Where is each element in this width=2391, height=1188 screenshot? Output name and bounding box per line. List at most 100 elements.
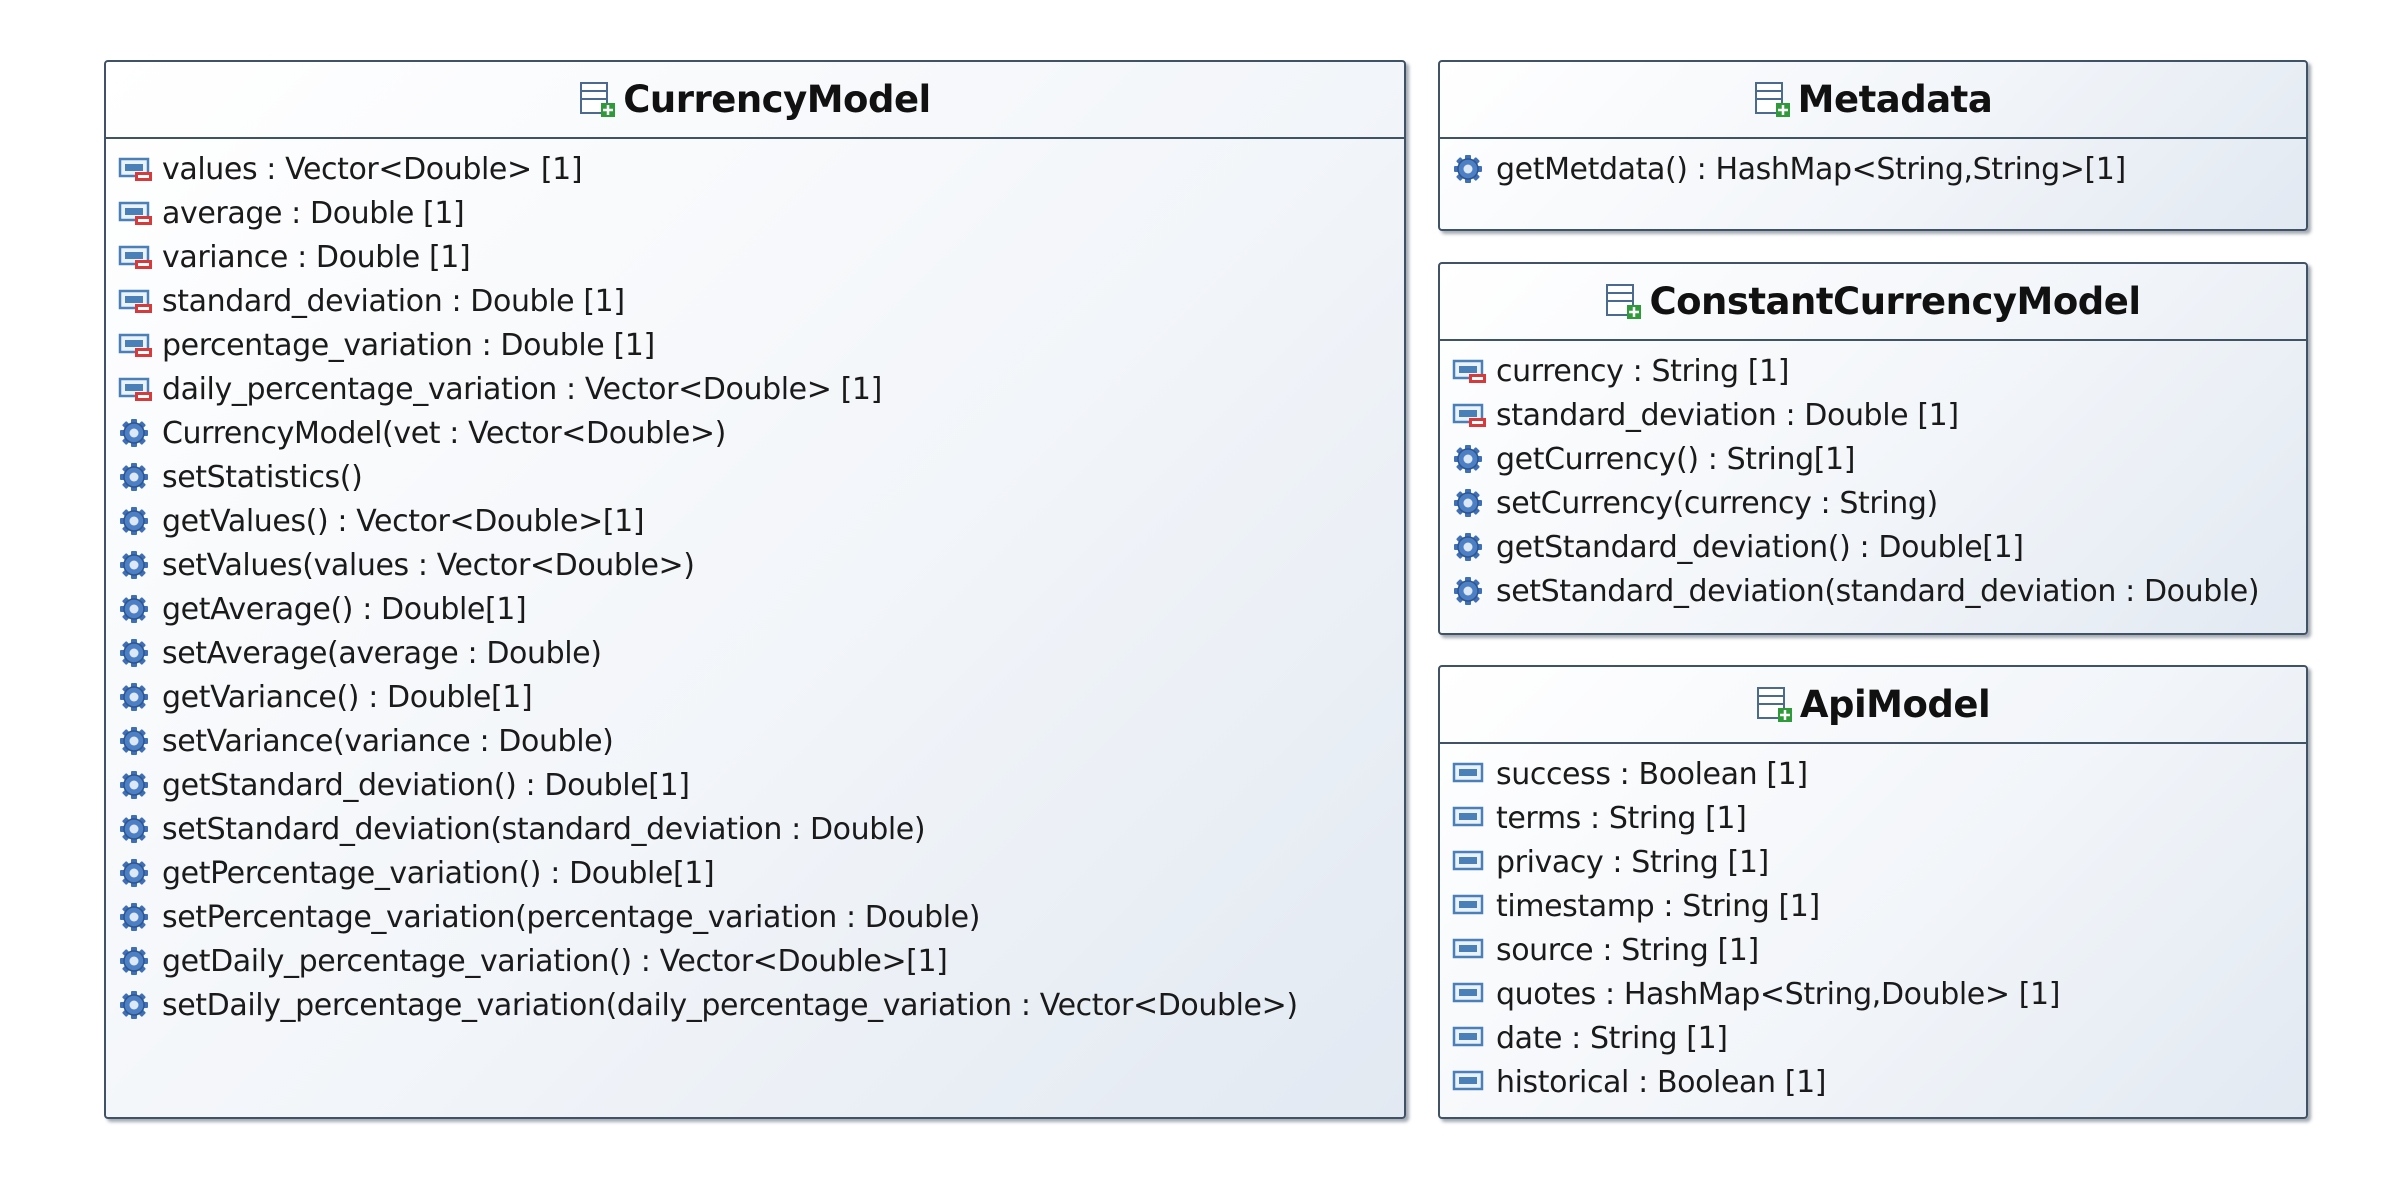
operation-gear-icon [1454, 489, 1482, 517]
operation-gear-icon [1454, 155, 1482, 183]
attribute-row[interactable]: source : String [1] [1440, 928, 2306, 972]
attribute-row[interactable]: timestamp : String [1] [1440, 884, 2306, 928]
attribute-icon [1452, 982, 1484, 1003]
operation-row[interactable]: setAverage(average : Double) [106, 631, 1404, 675]
member-text: CurrencyModel(vet : Vector<Double>) [162, 415, 726, 451]
member-text: getValues() : Vector<Double>[1] [162, 503, 645, 539]
member-text: average : Double [1] [162, 195, 465, 231]
operation-row[interactable]: getValues() : Vector<Double>[1] [106, 499, 1404, 543]
class-currency-model[interactable]: CurrencyModel values : Vector<Double> [1… [104, 60, 1406, 1119]
attribute-icon [1452, 1026, 1484, 1047]
operation-gear-icon [1454, 445, 1482, 473]
attribute-icon [1452, 894, 1484, 915]
operation-row[interactable]: setStandard_deviation(standard_deviation… [106, 807, 1404, 851]
operation-gear-icon [120, 991, 148, 1019]
operation-row[interactable]: setCurrency(currency : String) [1440, 481, 2306, 525]
private-attribute-icon [118, 289, 152, 313]
member-text: source : String [1] [1496, 932, 1759, 968]
operation-row[interactable]: CurrencyModel(vet : Vector<Double>) [106, 411, 1404, 455]
member-text: getStandard_deviation() : Double[1] [162, 767, 690, 803]
attribute-row[interactable]: percentage_variation : Double [1] [106, 323, 1404, 367]
operation-row[interactable]: setValues(values : Vector<Double>) [106, 543, 1404, 587]
attribute-row[interactable]: quotes : HashMap<String,Double> [1] [1440, 972, 2306, 1016]
attribute-row[interactable]: success : Boolean [1] [1440, 752, 2306, 796]
attribute-row[interactable]: currency : String [1] [1440, 349, 2306, 393]
member-text: setCurrency(currency : String) [1496, 485, 1938, 521]
operation-gear-icon [120, 551, 148, 579]
attribute-icon [1452, 762, 1484, 783]
class-header: ConstantCurrencyModel [1440, 264, 2306, 341]
attribute-row[interactable]: average : Double [1] [106, 191, 1404, 235]
operation-gear-icon [120, 683, 148, 711]
operation-gear-icon [120, 859, 148, 887]
class-api-model[interactable]: ApiModel success : Boolean [1] terms : St… [1438, 665, 2308, 1119]
member-text: getDaily_percentage_variation() : Vector… [162, 943, 948, 979]
class-icon [1754, 81, 1790, 117]
operation-gear-icon [120, 507, 148, 535]
private-attribute-icon [118, 333, 152, 357]
member-list: success : Boolean [1] terms : String [1] p… [1440, 744, 2306, 1104]
member-text: percentage_variation : Double [1] [162, 327, 655, 363]
operation-row[interactable]: getVariance() : Double[1] [106, 675, 1404, 719]
member-text: setVariance(variance : Double) [162, 723, 614, 759]
member-text: setDaily_percentage_variation(daily_perc… [162, 987, 1298, 1023]
operation-row[interactable]: setStandard_deviation(standard_deviation… [1440, 569, 2306, 613]
class-metadata[interactable]: Metadata getMetdata() : HashMap<String,S… [1438, 60, 2308, 231]
member-text: setStandard_deviation(standard_deviation… [162, 811, 926, 847]
member-text: timestamp : String [1] [1496, 888, 1820, 924]
operation-gear-icon [1454, 533, 1482, 561]
member-text: terms : String [1] [1496, 800, 1747, 836]
operation-gear-icon [120, 463, 148, 491]
member-text: setStatistics() [162, 459, 363, 495]
attribute-row[interactable]: historical : Boolean [1] [1440, 1060, 2306, 1104]
member-text: privacy : String [1] [1496, 844, 1769, 880]
attribute-row[interactable]: daily_percentage_variation : Vector<Doub… [106, 367, 1404, 411]
attribute-icon [1452, 850, 1484, 871]
class-icon [1756, 686, 1792, 722]
class-name: ConstantCurrencyModel [1649, 280, 2141, 323]
attribute-row[interactable]: standard_deviation : Double [1] [1440, 393, 2306, 437]
member-text: standard_deviation : Double [1] [162, 283, 625, 319]
operation-gear-icon [120, 639, 148, 667]
member-text: setValues(values : Vector<Double>) [162, 547, 695, 583]
member-text: success : Boolean [1] [1496, 756, 1808, 792]
attribute-row[interactable]: privacy : String [1] [1440, 840, 2306, 884]
operation-row[interactable]: setVariance(variance : Double) [106, 719, 1404, 763]
class-icon [1606, 283, 1642, 319]
operation-row[interactable]: setDaily_percentage_variation(daily_perc… [106, 983, 1404, 1027]
private-attribute-icon [118, 377, 152, 401]
attribute-row[interactable]: date : String [1] [1440, 1016, 2306, 1060]
operation-row[interactable]: getCurrency() : String[1] [1440, 437, 2306, 481]
attribute-row[interactable]: variance : Double [1] [106, 235, 1404, 279]
operation-gear-icon [120, 727, 148, 755]
member-text: daily_percentage_variation : Vector<Doub… [162, 371, 882, 407]
operation-row[interactable]: getStandard_deviation() : Double[1] [106, 763, 1404, 807]
member-text: quotes : HashMap<String,Double> [1] [1496, 976, 2061, 1012]
operation-row[interactable]: setStatistics() [106, 455, 1404, 499]
member-text: variance : Double [1] [162, 239, 471, 275]
operation-row[interactable]: getPercentage_variation() : Double[1] [106, 851, 1404, 895]
operation-row[interactable]: getStandard_deviation() : Double[1] [1440, 525, 2306, 569]
operation-gear-icon [120, 595, 148, 623]
operation-gear-icon [120, 903, 148, 931]
private-attribute-icon [118, 245, 152, 269]
operation-row[interactable]: getAverage() : Double[1] [106, 587, 1404, 631]
operation-row[interactable]: getMetdata() : HashMap<String,String>[1] [1440, 147, 2306, 191]
attribute-row[interactable]: standard_deviation : Double [1] [106, 279, 1404, 323]
class-constant-currency-model[interactable]: ConstantCurrencyModel currency : String … [1438, 262, 2308, 635]
operation-gear-icon [120, 947, 148, 975]
class-header: Metadata [1440, 62, 2306, 139]
member-text: getVariance() : Double[1] [162, 679, 533, 715]
member-text: setPercentage_variation(percentage_varia… [162, 899, 981, 935]
attribute-icon [1452, 1070, 1484, 1091]
attribute-row[interactable]: values : Vector<Double> [1] [106, 147, 1404, 191]
member-text: date : String [1] [1496, 1020, 1728, 1056]
class-name: ApiModel [1799, 683, 1991, 726]
operation-gear-icon [120, 419, 148, 447]
class-icon [580, 81, 616, 117]
attribute-row[interactable]: terms : String [1] [1440, 796, 2306, 840]
operation-row[interactable]: getDaily_percentage_variation() : Vector… [106, 939, 1404, 983]
operation-row[interactable]: setPercentage_variation(percentage_varia… [106, 895, 1404, 939]
member-text: getStandard_deviation() : Double[1] [1496, 529, 2024, 565]
member-list: getMetdata() : HashMap<String,String>[1] [1440, 139, 2306, 191]
